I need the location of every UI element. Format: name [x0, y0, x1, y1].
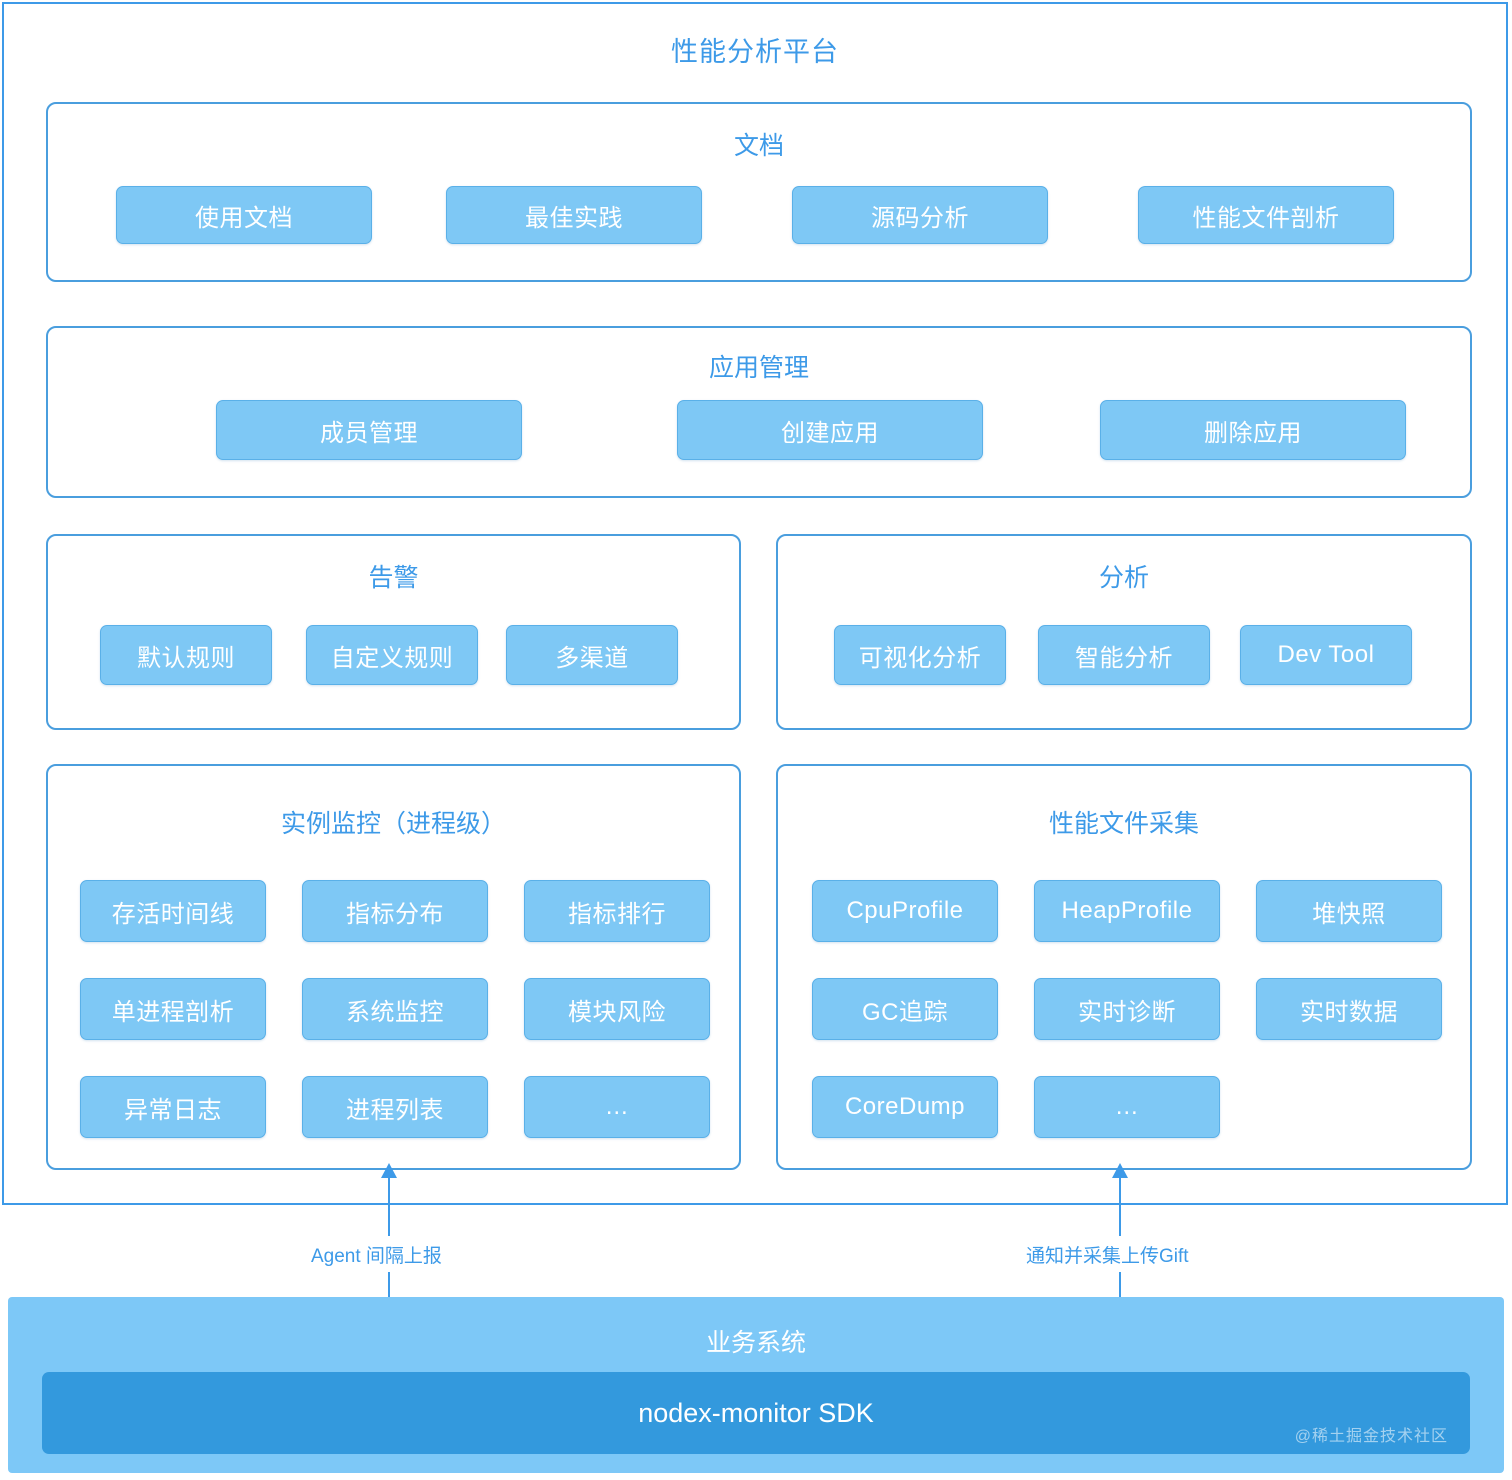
section-instance-monitor: 实例监控（进程级） 存活时间线 指标分布 指标排行 单进程剖析 系统监控 模块风… [46, 764, 741, 1170]
right-connector-label: 通知并采集上传Gift [1026, 1246, 1189, 1267]
section-title-profile-collect: 性能文件采集 [1048, 810, 1199, 838]
left-connector-line-upper [388, 1178, 390, 1236]
section-documentation: 文档 使用文档 最佳实践 源码分析 性能文件剖析 [46, 102, 1472, 282]
chip-metric-ranking[interactable]: 指标排行 [524, 880, 710, 942]
chip-usage-doc[interactable]: 使用文档 [116, 186, 372, 244]
section-alert: 告警 默认规则 自定义规则 多渠道 [46, 534, 741, 730]
chip-heap-profile[interactable]: HeapProfile [1034, 880, 1220, 942]
chip-more-instance[interactable]: … [524, 1076, 710, 1138]
chip-cpu-profile[interactable]: CpuProfile [812, 880, 998, 942]
chip-heap-snapshot[interactable]: 堆快照 [1256, 880, 1442, 942]
left-connector-label: Agent 间隔上报 [311, 1246, 442, 1267]
chip-dev-tool[interactable]: Dev Tool [1240, 625, 1412, 685]
chip-source-analysis[interactable]: 源码分析 [792, 186, 1048, 244]
right-connector-line-upper [1119, 1178, 1121, 1236]
section-title-alert: 告警 [368, 564, 419, 592]
chip-alive-timeline[interactable]: 存活时间线 [80, 880, 266, 942]
right-connector-arrowhead-up [1112, 1163, 1128, 1178]
page-title: 性能分析平台 [671, 37, 839, 67]
section-title-app-management: 应用管理 [708, 354, 809, 382]
watermark: @稀土掘金技术社区 [1294, 1428, 1448, 1445]
section-title-instance-monitor: 实例监控（进程级） [280, 810, 506, 838]
chip-profile-analysis[interactable]: 性能文件剖析 [1138, 186, 1394, 244]
chip-custom-rule[interactable]: 自定义规则 [306, 625, 478, 685]
nodex-monitor-sdk-label: nodex-monitor SDK [638, 1397, 874, 1428]
chip-gc-trace[interactable]: GC追踪 [812, 978, 998, 1040]
chip-delete-app[interactable]: 删除应用 [1100, 400, 1406, 460]
chip-realtime-data[interactable]: 实时数据 [1256, 978, 1442, 1040]
chip-multi-channel[interactable]: 多渠道 [506, 625, 678, 685]
chip-default-rule[interactable]: 默认规则 [100, 625, 272, 685]
chip-core-dump[interactable]: CoreDump [812, 1076, 998, 1138]
chip-process-list[interactable]: 进程列表 [302, 1076, 488, 1138]
performance-platform-frame: 性能分析平台 文档 使用文档 最佳实践 源码分析 性能文件剖析 应用管理 成员管… [2, 2, 1508, 1205]
chip-more-collect[interactable]: … [1034, 1076, 1220, 1138]
section-profile-collect: 性能文件采集 CpuProfile HeapProfile 堆快照 GC追踪 实… [776, 764, 1472, 1170]
business-system-title: 业务系统 [705, 1329, 806, 1357]
left-connector-arrowhead-up [381, 1163, 397, 1178]
section-title-analysis: 分析 [1098, 564, 1149, 592]
chip-exception-log[interactable]: 异常日志 [80, 1076, 266, 1138]
chip-system-monitor[interactable]: 系统监控 [302, 978, 488, 1040]
business-system-box: 业务系统 nodex-monitor SDK @稀土掘金技术社区 [8, 1297, 1504, 1473]
chip-member-management[interactable]: 成员管理 [216, 400, 522, 460]
nodex-monitor-sdk-box[interactable]: nodex-monitor SDK @稀土掘金技术社区 [42, 1372, 1470, 1454]
chip-visual-analysis[interactable]: 可视化分析 [834, 625, 1006, 685]
chip-module-risk[interactable]: 模块风险 [524, 978, 710, 1040]
chip-best-practice[interactable]: 最佳实践 [446, 186, 702, 244]
section-app-management: 应用管理 成员管理 创建应用 删除应用 [46, 326, 1472, 498]
chip-realtime-diagnosis[interactable]: 实时诊断 [1034, 978, 1220, 1040]
chip-create-app[interactable]: 创建应用 [677, 400, 983, 460]
chip-smart-analysis[interactable]: 智能分析 [1038, 625, 1210, 685]
chip-metric-distribution[interactable]: 指标分布 [302, 880, 488, 942]
section-analysis: 分析 可视化分析 智能分析 Dev Tool [776, 534, 1472, 730]
section-title-documentation: 文档 [733, 132, 784, 160]
chip-single-process-profile[interactable]: 单进程剖析 [80, 978, 266, 1040]
